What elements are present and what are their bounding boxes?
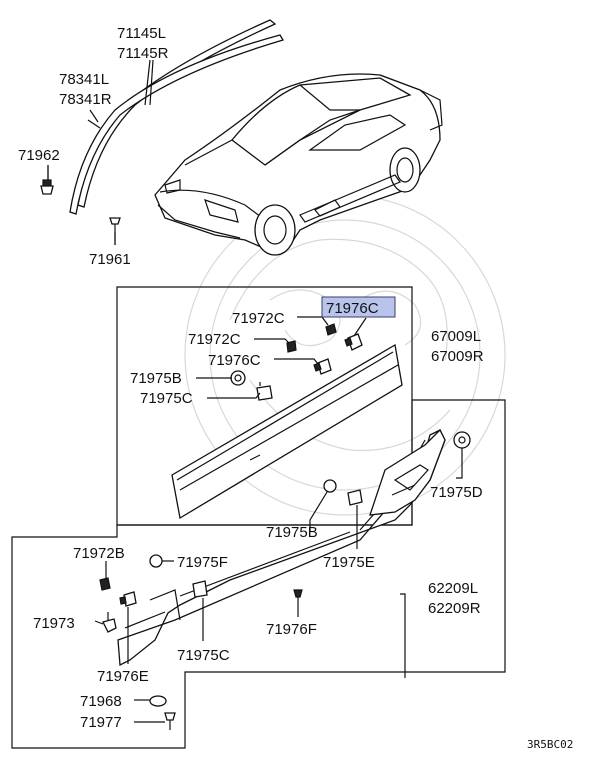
label-71975c-left: 71975C [140, 390, 193, 407]
highlight-box [321, 296, 396, 318]
label-71976c-highlighted: 71976C [326, 300, 379, 317]
screw-71976f [293, 589, 303, 606]
clip-71975f [149, 554, 163, 568]
label-67009r: 67009R [431, 348, 484, 365]
clip-71972c-top [325, 323, 337, 336]
label-71973: 71973 [33, 615, 75, 632]
label-71961: 71961 [89, 251, 131, 268]
door-moulding-67009 [171, 343, 403, 520]
washer-71968 [149, 695, 167, 707]
clip-71972c-mid [286, 340, 297, 353]
car-illustration [154, 73, 443, 256]
side-skirt-62209 [117, 428, 446, 667]
clip-71975b-left [230, 370, 246, 386]
label-71975e: 71975E [323, 554, 375, 571]
label-71975b-right: 71975B [266, 524, 318, 541]
roof-moulding-parts [69, 19, 284, 215]
clip-71976c-top [344, 333, 363, 351]
clip-71973 [102, 612, 117, 633]
leader-lines [47, 59, 463, 723]
clip-71975d [453, 431, 471, 449]
label-71977: 71977 [80, 714, 122, 731]
label-78341r: 78341R [59, 91, 112, 108]
label-71972c-top: 71972C [232, 310, 285, 327]
label-71975b-left: 71975B [130, 370, 182, 387]
label-71968: 71968 [80, 693, 122, 710]
label-71145r: 71145R [117, 45, 169, 62]
box-side-skirt [11, 399, 506, 749]
clip-71975e [347, 489, 363, 506]
label-62209l: 62209L [428, 580, 478, 597]
label-67009l: 67009L [431, 328, 481, 345]
label-62209r: 62209R [428, 600, 481, 617]
label-71976c-mid: 71976C [208, 352, 261, 369]
label-71975c-lower: 71975C [177, 647, 230, 664]
clip-71976e [119, 591, 137, 607]
clip-71975c-lower [192, 580, 208, 598]
label-71972c-mid: 71972C [188, 331, 241, 348]
label-71976f: 71976F [266, 621, 317, 638]
label-71972b: 71972B [73, 545, 125, 562]
clip-71972b [99, 577, 111, 591]
label-71976e: 71976E [97, 668, 149, 685]
clip-71962 [40, 165, 54, 195]
label-71975d: 71975D [430, 484, 483, 501]
label-71145l: 71145L [117, 25, 166, 42]
part-labels: 71145L 71145R 78341L 78341R 71962 71961 … [18, 25, 573, 751]
clip-71975b-right [323, 479, 337, 493]
label-71962: 71962 [18, 147, 60, 164]
label-78341l: 78341L [59, 71, 109, 88]
diagram-code: 3R5BC02 [527, 738, 573, 751]
label-71975f: 71975F [177, 554, 228, 571]
clip-71975c-left [256, 382, 273, 401]
screw-71977 [164, 712, 176, 730]
